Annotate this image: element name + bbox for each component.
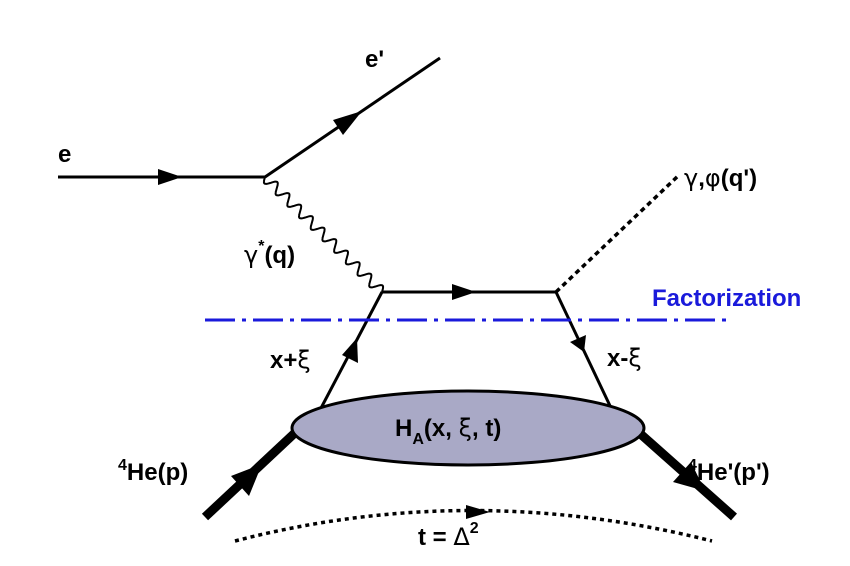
quark-arrow-top <box>452 284 476 300</box>
incoming-electron-arrow <box>158 169 182 185</box>
outgoing-nucleus-arrow <box>673 462 705 491</box>
gpd-blob <box>290 389 646 467</box>
momentum-transfer-arrow <box>466 505 490 519</box>
virtual-photon-line <box>262 176 385 293</box>
incoming-nucleus-arrow <box>231 464 262 496</box>
quark-arrow-outgoing <box>570 335 586 352</box>
momentum-transfer-arc <box>234 508 713 543</box>
final-state-dotted-line <box>554 174 680 294</box>
outgoing-electron-arrow <box>333 111 362 135</box>
label-t-transfer: t = Δ2 <box>418 520 479 551</box>
label-e-out: e' <box>365 46 384 73</box>
label-factorization: Factorization <box>652 285 801 312</box>
label-gpd: HA(x, ξ, t) <box>395 414 501 448</box>
quark-arrow-incoming <box>342 338 358 363</box>
label-final-state: γ,φ(q') <box>684 164 757 192</box>
label-he-out: 4He'(p') <box>688 457 770 486</box>
label-x-plus-xi: x+ξ <box>270 346 311 374</box>
label-e-in: e <box>58 141 71 168</box>
label-x-minus-xi: x-ξ <box>607 344 642 372</box>
label-virtual-photon: γ*(q) <box>244 238 295 269</box>
label-he-in: 4He(p) <box>118 457 188 486</box>
